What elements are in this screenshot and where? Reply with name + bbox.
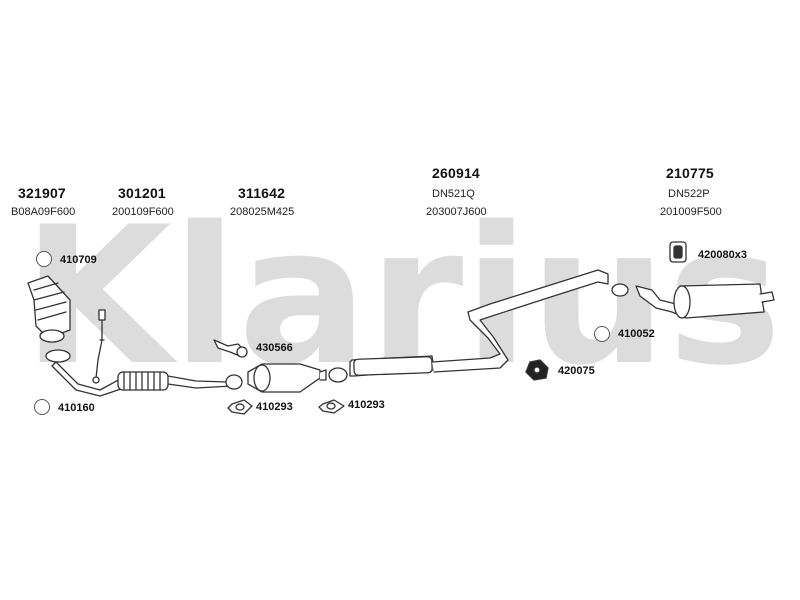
callout-410293-b[interactable]: 410293 — [348, 399, 385, 411]
gasket-shapes — [227, 399, 345, 415]
ring-marker-icon — [34, 399, 50, 415]
part-ref2-210775: 201009F500 — [660, 206, 722, 218]
part-number-260914[interactable]: 260914 — [432, 165, 480, 181]
manifold-catalyst-part — [27, 275, 71, 363]
part-ref-260914: DN521Q — [432, 188, 475, 200]
part-number-311642[interactable]: 311642 — [238, 185, 286, 201]
callout-410052[interactable]: 410052 — [618, 328, 655, 340]
ring-marker-icon — [594, 326, 610, 342]
part-ref-321907: B08A09F600 — [11, 206, 76, 218]
callout-420075[interactable]: 420075 — [558, 365, 595, 377]
part-number-210775[interactable]: 210775 — [666, 165, 714, 181]
centre-silencer-part — [328, 269, 609, 383]
part-number-321907[interactable]: 321907 — [18, 185, 66, 201]
callout-430566[interactable]: 430566 — [256, 342, 293, 354]
bolt-bracket-part — [213, 339, 248, 358]
catalytic-converter-part — [247, 363, 327, 393]
callout-410709[interactable]: 410709 — [60, 254, 97, 266]
ring-marker-icon — [36, 251, 52, 267]
rear-silencer-part — [611, 283, 775, 319]
front-pipe-part — [51, 309, 243, 397]
rubber-hanger-part — [669, 241, 687, 263]
callout-420080[interactable]: 420080x3 — [698, 249, 747, 261]
part-ref-210775: DN522P — [668, 188, 710, 200]
part-ref-301201: 200109F600 — [112, 206, 174, 218]
callout-410160[interactable]: 410160 — [58, 402, 95, 414]
callout-410293-a[interactable]: 410293 — [256, 401, 293, 413]
mount-part — [525, 359, 549, 381]
part-ref2-260914: 203007J600 — [426, 206, 487, 218]
part-number-301201[interactable]: 301201 — [118, 185, 166, 201]
part-ref-311642: 208025M425 — [230, 206, 295, 218]
